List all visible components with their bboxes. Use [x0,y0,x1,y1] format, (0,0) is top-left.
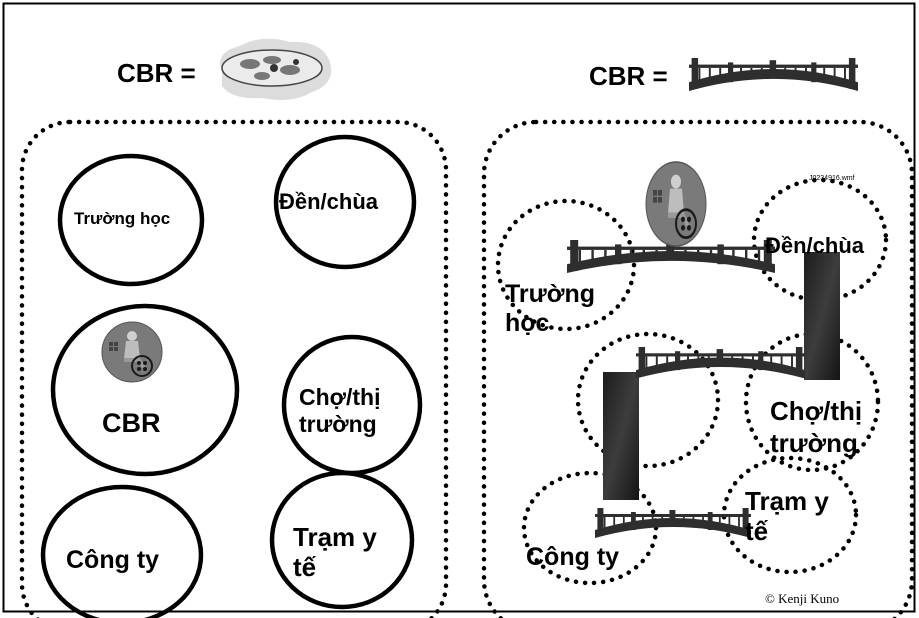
wheelchair-user-icon [101,321,163,383]
label-company: Công ty [66,546,160,574]
water-lily-pond-icon [220,38,332,100]
photo-strip-upper [804,252,840,380]
circle-temple [273,134,417,270]
left-community-boundary [19,119,449,618]
right-label-company: Công ty [526,543,620,571]
right-label-health-station: Trạm y tế [745,486,829,546]
label-health-station: Trạm y tế [293,522,377,582]
copyright-note: © Kenji Kuno [765,591,840,606]
circle-school [57,153,205,287]
connector-photo-strips [603,252,840,500]
circle-company [40,484,204,618]
right-label-temple: Đền/chùa [765,233,865,258]
label-temple: Đền/chùa [279,189,379,214]
dotted-circle-company [521,470,659,586]
arched-bridge-icon [688,57,859,92]
right-heading: CBR = [589,61,668,91]
file-label: J0234916.wmf [809,175,855,182]
label-cbr: CBR [102,408,161,438]
photo-strip-lower [603,372,639,500]
dotted-circle-market [743,331,881,473]
right-label-market: Chợ/thị trường [770,396,863,458]
circle-cbr [50,303,240,477]
dotted-circle-school [495,198,637,332]
left-node-circles [40,134,423,618]
label-school: Trường học [74,209,171,228]
bridge-cbr-market [635,346,806,380]
right-label-school: Trường học [505,280,596,337]
dotted-circle-cbr [575,331,721,469]
circle-health-station [269,470,415,610]
wheelchair-user-icon [644,160,708,248]
right-community-boundary [481,119,915,618]
label-market: Chợ/thị trường [299,384,381,437]
left-heading: CBR = [117,58,196,88]
